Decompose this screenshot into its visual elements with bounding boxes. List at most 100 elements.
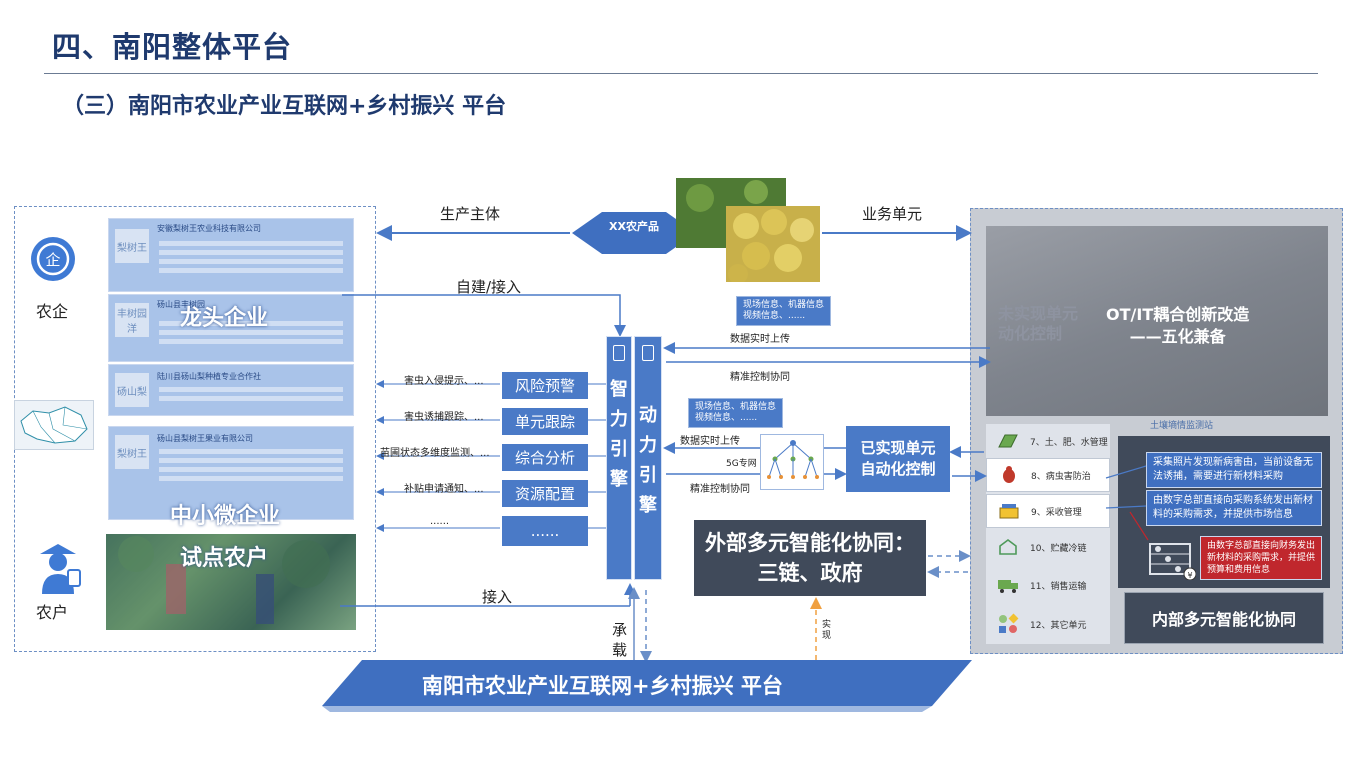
realized-unit-box: 已实现单元 自动化控制 bbox=[846, 426, 950, 492]
fiveg-label: 5G专网 bbox=[726, 459, 757, 469]
title-divider bbox=[44, 73, 1318, 74]
engine-icon bbox=[613, 345, 625, 361]
access-label: 接入 bbox=[482, 588, 513, 606]
field-icon bbox=[996, 431, 1020, 451]
function-note: 害虫入侵提示、... bbox=[404, 376, 484, 387]
farmer-label: 农户 bbox=[36, 603, 69, 622]
power-engine: 动 力 引 擎 bbox=[634, 336, 662, 580]
pilot-farmer-label: 试点农户 bbox=[180, 546, 269, 571]
card-logo: 梨树王 bbox=[115, 229, 149, 263]
function-label: 风险预警 bbox=[514, 377, 575, 395]
intelligence-engine-text: 智 力 引 擎 bbox=[607, 375, 631, 495]
engine-char: 引 bbox=[610, 439, 628, 460]
map-thumbnail bbox=[14, 400, 94, 450]
platform-label: 南阳市农业产业互联网+乡村振兴 平台 bbox=[422, 674, 783, 698]
faded-photo-panel: 未实现单元 动化控制 OT/IT耦合创新改造 ——五化兼备 bbox=[986, 226, 1328, 416]
enterprise-label: 农企 bbox=[36, 302, 69, 321]
external-collab-box: 外部多元智能化协同：三链、政府 bbox=[694, 520, 926, 596]
unit-row: 11、销售运输 bbox=[986, 566, 1110, 604]
unit-label: 10、贮藏冷链 bbox=[1030, 543, 1087, 554]
function-note: 害虫诱捕跟踪、... bbox=[404, 412, 484, 423]
internal-collab-label: 内部多元智能化协同 bbox=[1151, 610, 1296, 629]
precise-label-mid: 精准控制协同 bbox=[690, 484, 750, 495]
faded-caption: 土壤墒情监测站 bbox=[1150, 421, 1214, 431]
note-finance: 由数字总部直接向财务发出新材料的采购需求，并提供预算和费用信息 bbox=[1200, 536, 1322, 580]
enterprise-card-1: 梨树王 安徽梨树王农业科技有限公司 bbox=[108, 218, 354, 292]
page-subtitle: （三）南阳市农业产业互联网+乡村振兴 平台 bbox=[62, 94, 507, 119]
function-label: ...... bbox=[530, 522, 560, 540]
card-company-name: 陆川县砀山梨种植专业合作社 bbox=[157, 372, 261, 381]
function-label: 综合分析 bbox=[514, 449, 575, 467]
function-label: 资源配置 bbox=[514, 485, 575, 503]
note-purchase: 由数字总部直接向采购系统发出新材料的采购需求，并提供市场信息 bbox=[1146, 490, 1322, 526]
unit-row: 9、采收管理 bbox=[986, 494, 1110, 528]
unit-row: 7、土、肥、水管理 bbox=[986, 424, 1110, 458]
function-note: 补贴申请通知、... bbox=[404, 484, 484, 495]
function-note: ...... bbox=[430, 516, 450, 527]
abacus-icon: ¥ bbox=[1148, 540, 1197, 581]
unit-row: 8、病虫害防治 bbox=[986, 458, 1110, 492]
realize-label: 实现 bbox=[822, 620, 832, 641]
upload-label-mid: 数据实时上传 bbox=[680, 436, 740, 447]
ot-it-title: OT/IT耦合创新改造 ——五化兼备 bbox=[1106, 305, 1250, 346]
unit-label: 12、其它单元 bbox=[1030, 620, 1087, 631]
more-functions-box[interactable]: ...... bbox=[502, 516, 588, 546]
enterprise-icon: 企 bbox=[30, 236, 76, 282]
basket-icon bbox=[997, 501, 1021, 521]
engine-char: 动 bbox=[639, 405, 657, 426]
note-new-pest: 采集照片发现新病害由，当前设备无法诱捕，需要进行新材料采购 bbox=[1146, 452, 1322, 488]
upload-label-top: 数据实时上传 bbox=[730, 334, 790, 345]
unit-label: 11、销售运输 bbox=[1030, 581, 1087, 592]
card-company-name: 砀山县丰树园 bbox=[157, 300, 205, 309]
engine-char: 力 bbox=[639, 435, 657, 456]
platform-base: 南阳市农业产业互联网+乡村振兴 平台 bbox=[322, 660, 972, 712]
power-engine-text: 动 力 引 擎 bbox=[635, 401, 661, 521]
card-company-name: 砀山县梨树王果业有限公司 bbox=[157, 434, 253, 443]
network-diagram bbox=[760, 434, 824, 490]
product-label: XX农产品 bbox=[609, 220, 659, 233]
enterprise-card-2: 丰树园洋 砀山县丰树园 bbox=[108, 294, 354, 362]
risk-warning-box[interactable]: 风险预警 bbox=[502, 372, 588, 399]
producer-label: 生产主体 bbox=[440, 205, 501, 223]
shapes-icon bbox=[996, 613, 1020, 634]
unit-label: 8、病虫害防治 bbox=[1031, 471, 1091, 482]
unit-row: 10、贮藏冷链 bbox=[986, 528, 1110, 566]
page-title: 四、南阳整体平台 bbox=[52, 30, 293, 64]
comprehensive-analysis-box[interactable]: 综合分析 bbox=[502, 444, 588, 471]
warehouse-icon bbox=[996, 537, 1020, 557]
intelligence-engine: 智 力 引 擎 bbox=[606, 336, 632, 580]
small-enterprise-label: 中小微企业 bbox=[170, 504, 281, 529]
unit-list: 7、土、肥、水管理 8、病虫害防治 9、采收管理 10、贮藏冷链 11、销售运输… bbox=[986, 424, 1110, 644]
function-note: 苗圃状态多维度监测、... bbox=[380, 448, 490, 459]
engine-char: 引 bbox=[639, 465, 657, 486]
precise-label-top: 精准控制协同 bbox=[730, 372, 790, 383]
svg-text:¥: ¥ bbox=[1187, 571, 1192, 580]
faded-unit-text: 未实现单元 动化控制 bbox=[998, 304, 1079, 343]
unit-label: 7、土、肥、水管理 bbox=[1030, 437, 1108, 448]
self-build-label: 自建/接入 bbox=[456, 278, 522, 296]
bug-icon bbox=[997, 465, 1021, 485]
truck-icon bbox=[996, 575, 1020, 595]
external-collab-label: 外部多元智能化协同：三链、政府 bbox=[705, 531, 915, 585]
farmer-icon bbox=[32, 540, 84, 596]
leading-enterprise-label: 龙头企业 bbox=[180, 306, 269, 331]
engine-char: 擎 bbox=[610, 469, 628, 490]
upload-info-top: 现场信息、机器信息 视频信息、...... bbox=[736, 296, 832, 326]
business-unit-label: 业务单元 bbox=[862, 205, 923, 223]
card-logo: 砀山梨 bbox=[115, 373, 149, 407]
enterprise-card-3: 砀山梨 陆川县砀山梨种植专业合作社 bbox=[108, 364, 354, 416]
card-logo: 丰树园洋 bbox=[115, 303, 149, 337]
internal-collab-box: 内部多元智能化协同 bbox=[1124, 592, 1324, 644]
card-company-name: 安徽梨树王农业科技有限公司 bbox=[157, 224, 261, 233]
pear-photo bbox=[676, 178, 820, 284]
resource-allocation-box[interactable]: 资源配置 bbox=[502, 480, 588, 507]
carry-label: 承载 bbox=[612, 621, 628, 659]
engine-char: 智 bbox=[610, 379, 628, 400]
orchard-photo bbox=[106, 534, 356, 630]
upload-info-mid: 现场信息、机器信息 视频信息、...... bbox=[688, 398, 784, 428]
function-label: 单元跟踪 bbox=[514, 413, 575, 431]
product-diamond: XX农产品 bbox=[570, 208, 698, 258]
engine-icon bbox=[642, 345, 654, 361]
unit-tracking-box[interactable]: 单元跟踪 bbox=[502, 408, 588, 435]
